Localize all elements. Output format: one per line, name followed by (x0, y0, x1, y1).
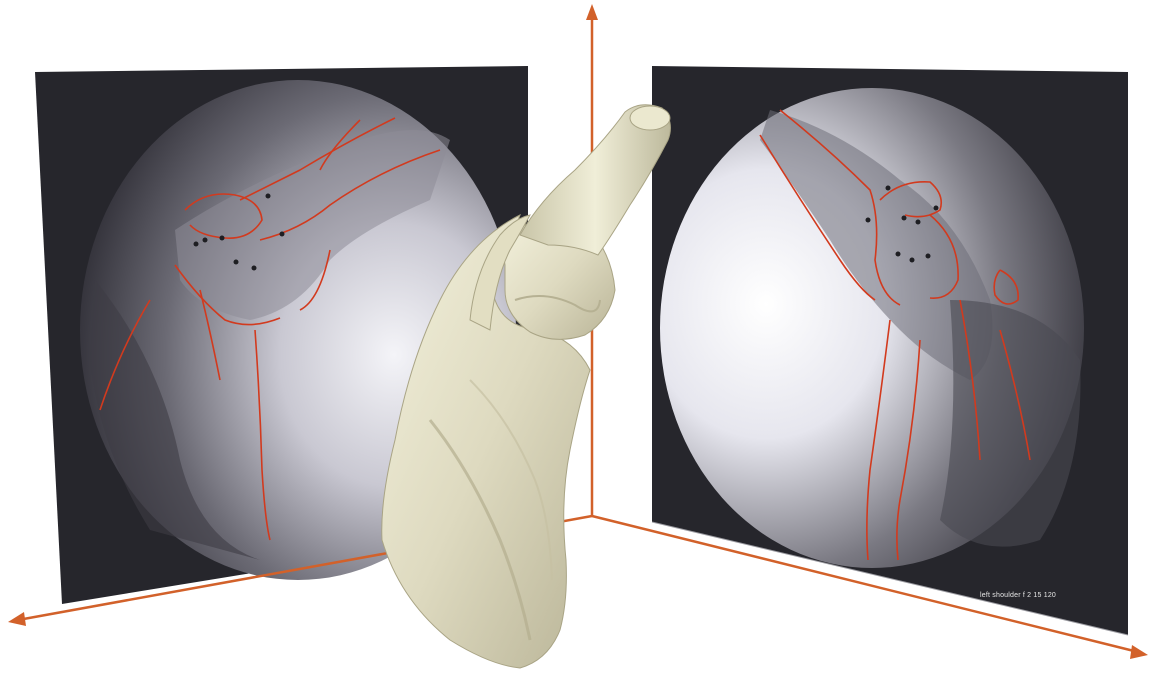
axis-right-arrowhead (1130, 645, 1148, 659)
right-panel-caption: left shoulder f 2 15 120 (980, 592, 1056, 599)
axis-vertical-arrowhead (586, 4, 598, 20)
axis-left-arrowhead (8, 612, 26, 626)
acromion-tip (630, 106, 670, 130)
